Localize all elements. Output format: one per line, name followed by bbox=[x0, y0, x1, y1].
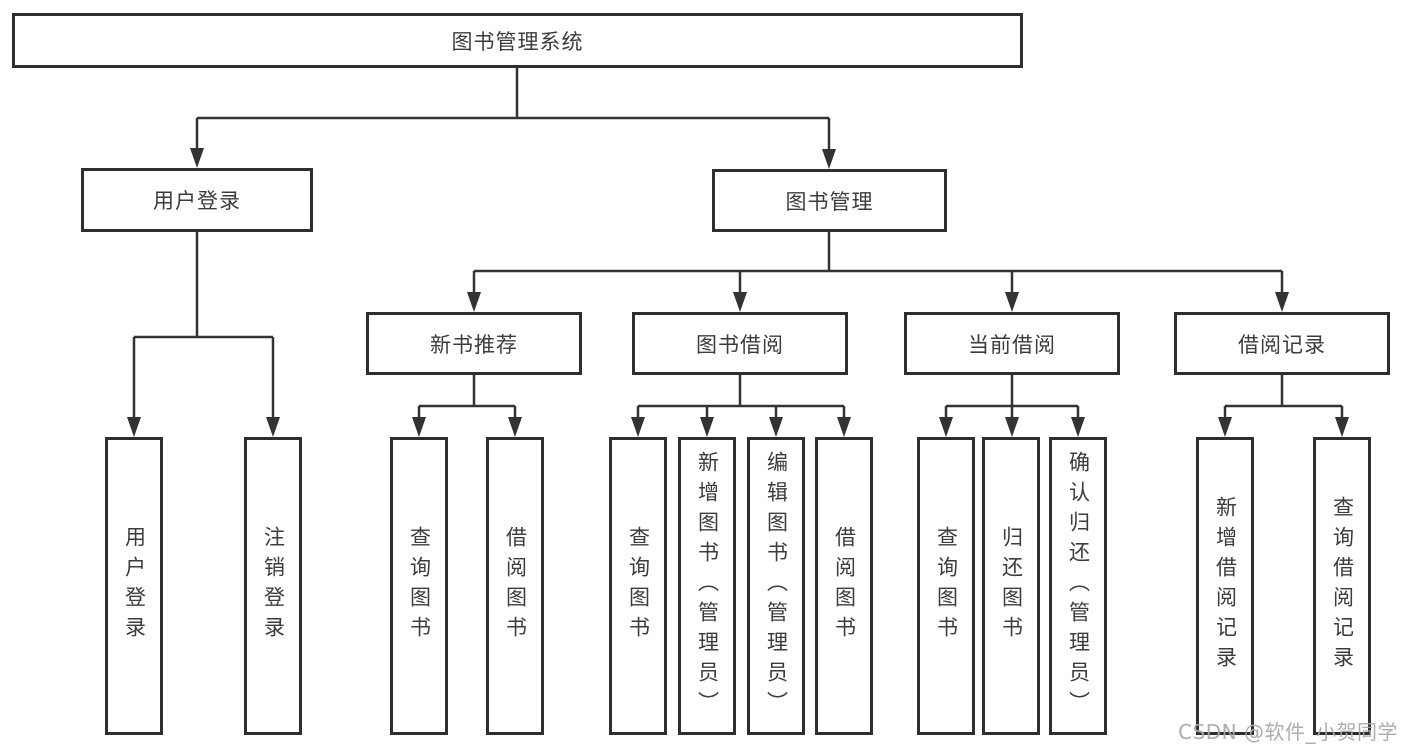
node-new-book-recommendation: 新书推荐 bbox=[366, 312, 582, 375]
node-confirm-return-admin: 确认归还（管理员） bbox=[1049, 437, 1107, 735]
node-library-management-system: 图书管理系统 bbox=[12, 13, 1023, 68]
node-label: 新增图书（管理员） bbox=[695, 451, 720, 721]
node-label: 借阅图书 bbox=[832, 526, 857, 646]
node-label: 用户登录 bbox=[153, 189, 241, 213]
node-label: 借阅记录 bbox=[1238, 332, 1326, 357]
node-query-borrow-record: 查询借阅记录 bbox=[1313, 437, 1371, 735]
arrowheads bbox=[127, 148, 1349, 437]
node-label: 确认归还（管理员） bbox=[1066, 451, 1091, 721]
node-label: 用户登录 bbox=[122, 526, 147, 646]
node-label: 图书管理 bbox=[785, 189, 874, 214]
node-borrow-books: 借阅图书 bbox=[815, 437, 873, 735]
node-label: 借阅图书 bbox=[503, 526, 528, 646]
node-label: 新书推荐 bbox=[430, 332, 518, 357]
node-book-borrowing: 图书借阅 bbox=[632, 312, 848, 375]
node-query-books-borrowing: 查询图书 bbox=[609, 437, 667, 735]
csdn-watermark: CSDN @软件_小贺同学 bbox=[1178, 720, 1398, 744]
node-add-books-admin: 新增图书（管理员） bbox=[678, 437, 736, 735]
node-edit-books-admin: 编辑图书（管理员） bbox=[747, 437, 805, 735]
node-user-login: 用户登录 bbox=[105, 437, 163, 735]
node-current-borrowing: 当前借阅 bbox=[904, 312, 1120, 375]
node-query-books-recommend: 查询图书 bbox=[390, 437, 448, 735]
node-label: 当前借阅 bbox=[968, 332, 1056, 357]
node-borrowing-records: 借阅记录 bbox=[1174, 312, 1390, 375]
node-label: 归还图书 bbox=[999, 526, 1024, 646]
node-label: 新增借阅记录 bbox=[1213, 496, 1238, 676]
node-logout: 注销登录 bbox=[244, 437, 302, 735]
node-borrow-books-recommend: 借阅图书 bbox=[486, 437, 544, 735]
node-label: 编辑图书（管理员） bbox=[764, 451, 789, 721]
node-return-books: 归还图书 bbox=[982, 437, 1040, 735]
node-user-login-module: 用户登录 bbox=[81, 168, 313, 232]
node-label: 查询图书 bbox=[626, 526, 651, 646]
node-label: 查询图书 bbox=[407, 526, 432, 646]
node-label: 查询借阅记录 bbox=[1330, 496, 1355, 676]
node-add-borrow-record: 新增借阅记录 bbox=[1196, 437, 1254, 735]
node-label: 图书借阅 bbox=[696, 332, 784, 357]
node-label: 注销登录 bbox=[261, 526, 286, 646]
node-query-books-current: 查询图书 bbox=[917, 437, 975, 735]
node-label: 查询图书 bbox=[934, 526, 959, 646]
node-label: 图书管理系统 bbox=[451, 29, 584, 54]
node-book-management-module: 图书管理 bbox=[712, 169, 947, 232]
